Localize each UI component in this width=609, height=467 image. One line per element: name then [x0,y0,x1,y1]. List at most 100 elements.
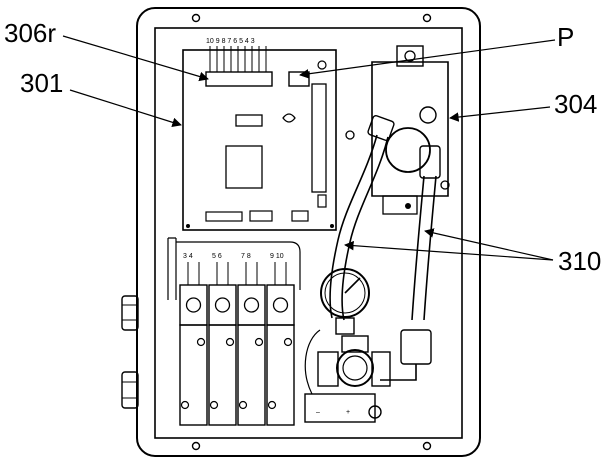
cable-gland-lower [121,371,139,409]
hose-right-elbow [380,364,417,381]
hose-right-inner [423,175,437,321]
gauge-inner [324,272,366,314]
regulator-knob [368,405,382,419]
valve-body [208,324,237,426]
mounting-hole-br [422,441,432,451]
regulator-bottom-plate [304,393,376,423]
terminal-block-306r [205,71,273,87]
enclosure-outer-plate [136,7,481,457]
leader-301 [69,89,182,127]
board-bottom-header [205,211,243,222]
valve-pair-label: 3 4 [183,253,193,260]
sensor-bolt-left [345,130,355,140]
callout-304: 304 [554,89,597,119]
valve-pair-label: 7 8 [241,253,251,260]
regulator-assembly: – + [304,329,391,423]
sensor-top-block [396,45,424,67]
board-screw-br [330,224,334,228]
valve-coil-cap [185,297,202,313]
valve-body [266,324,295,426]
regulator-right-port [371,351,391,387]
board-processor [225,145,263,189]
valve-coil-cap [272,297,289,313]
solenoid-valve: 7 8 [237,253,266,426]
sensor-lower-bracket [382,195,418,215]
leader-306r [62,35,209,82]
valve-screw [267,400,277,410]
valves: 3 4 5 6 7 8 9 10 [179,253,295,426]
hose-right [411,175,425,321]
valve-screw [209,400,219,410]
mounting-hole-tl [191,13,201,23]
leader-310-a [344,240,554,261]
pressure-gauge [320,268,370,335]
valve-body [179,324,208,426]
gauge-stem [335,317,355,335]
board-small-component [317,194,327,208]
valve-pair-label: 9 10 [270,253,284,260]
board-connector-strip-vertical [311,83,327,193]
board-screw-tr [317,60,327,70]
regulator-left-port [317,351,339,387]
terminal-plus: + [346,409,350,416]
leader-p [299,39,556,79]
leader-304 [449,106,551,122]
regulator-inner [342,355,368,381]
valve-screw [254,337,264,347]
valve-coil [266,284,295,326]
hose-fitting-left-top [367,114,395,142]
valve-screw [225,337,235,347]
left-cable-glands [121,295,139,409]
board-screw-bl [186,224,190,228]
valve-screw [196,337,206,347]
sensor-body [385,127,431,173]
solenoid-valve: 3 4 [179,253,208,426]
valve-coil [237,284,266,326]
hose-left [329,134,378,319]
terminal-minus: – [316,409,320,416]
pressure-sensor-assembly [345,45,450,215]
callout-301: 301 [20,68,63,98]
valve-pair-label: 5 6 [212,253,222,260]
valve-screw [180,400,190,410]
valve-coil-cap [214,297,231,313]
leader-310-b [424,228,554,261]
valve-screw [238,400,248,410]
valve-bank-cable [176,241,301,290]
terminal-wires [209,46,267,72]
valve-coil-cap [243,297,260,313]
gauge-face [320,268,370,318]
regulator-body [336,349,374,387]
valve-coil [179,284,208,326]
regulator-wire [304,329,321,395]
terminal-header-numbers: 10 9 8 7 6 5 4 3 [206,38,255,45]
regulator-top-port [341,335,369,353]
valve-coil [208,284,237,326]
callout-leaders [62,35,556,261]
board-bottom-slot [249,210,273,222]
valve-screw [283,337,293,347]
enclosure [136,7,481,457]
sensor-plate [371,61,449,197]
board-chip-small [235,114,263,127]
sensor-fitting-right [419,106,437,124]
enclosure-inner-panel [154,27,463,439]
callout-306r: 306r [4,18,56,48]
mounting-hole-bl [191,441,201,451]
terminal-block-p [288,71,310,87]
solenoid-valve-bank [167,237,301,300]
sensor-top-bolt [404,50,416,62]
hose-fitting-right-top [419,145,441,179]
hose-fitting-right-bottom [400,329,432,365]
solenoid-valve: 5 6 [208,253,237,426]
valve-bank-wire-loop [167,237,177,300]
callout-p: P [557,22,574,52]
sensor-lower-screw [405,203,411,209]
board-dip-header [291,210,309,222]
cable-gland-upper [121,295,139,331]
mounting-hole-tr [422,13,432,23]
callout-310: 310 [558,246,601,276]
valve-body [237,324,266,426]
gauge-needle [344,277,361,294]
